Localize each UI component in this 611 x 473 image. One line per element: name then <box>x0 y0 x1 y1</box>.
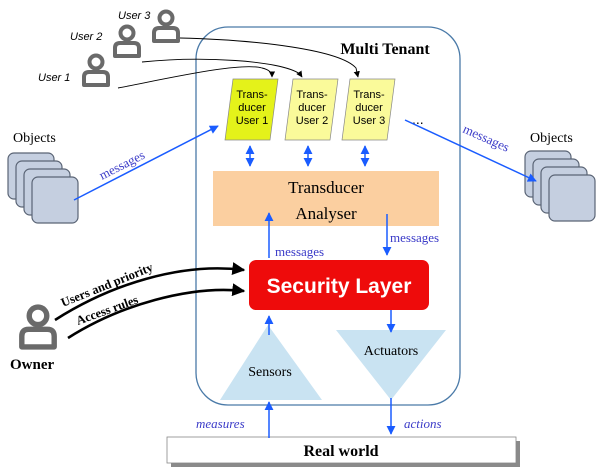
actuators-label: Actuators <box>364 344 418 359</box>
user-1-connector <box>117 66 276 89</box>
user-icon-3 <box>152 9 180 43</box>
transducer-user-3-line1: Trans- <box>353 89 385 101</box>
objects-right-label: Objects <box>530 131 573 146</box>
analyser-line2: Analyser <box>295 204 357 223</box>
transducer-user-1-line3: User 1 <box>236 115 268 127</box>
owner-icon <box>22 307 54 347</box>
user-2-label: User 2 <box>70 31 102 43</box>
measures-label: measures <box>196 416 245 431</box>
owner-label: Owner <box>10 357 55 373</box>
transducer-user-1: Trans- ducer User 1 <box>224 78 279 141</box>
objects-left-stack <box>7 152 79 224</box>
user-1-label: User 1 <box>38 72 70 84</box>
real-world-box <box>166 436 517 464</box>
transducer-user-3-shape <box>341 78 396 141</box>
messages-left-label: messages <box>97 147 148 183</box>
user-3-label: User 3 <box>118 10 151 22</box>
transducer-user-3-line3: User 3 <box>353 115 385 127</box>
transducer-user-2-line3: User 2 <box>296 115 328 127</box>
transducer-user-1-line2: ducer <box>238 102 266 114</box>
security-layer-label: Security Layer <box>267 275 412 298</box>
arrow-access-rules <box>67 283 246 340</box>
messages-analyser-out-label: messages <box>390 230 439 245</box>
objects-right-stack <box>524 150 596 222</box>
objects-left-label: Objects <box>13 131 56 146</box>
analyser-line1: Transducer <box>288 178 364 197</box>
user-icon-1 <box>82 53 110 87</box>
user-3-connector <box>179 37 360 78</box>
transducer-user-1-line1: Trans- <box>236 89 268 101</box>
container-title: Multi Tenant <box>340 41 430 58</box>
transducer-user-1-shape <box>224 78 279 141</box>
security-layer-box <box>249 260 429 310</box>
transducer-user-2-line2: ducer <box>298 102 326 114</box>
transducer-analyser-box <box>213 171 439 226</box>
sensors-triangle <box>220 325 322 400</box>
arrow-messages-left <box>73 125 219 201</box>
transducer-user-2-shape <box>284 78 339 141</box>
actuators-triangle <box>336 330 446 400</box>
user-2-connector <box>141 58 303 78</box>
actions-label: actions <box>404 416 442 431</box>
transducer-user-3-line2: ducer <box>355 102 383 114</box>
real-world-label: Real world <box>303 443 378 460</box>
sensors-label: Sensors <box>248 365 292 380</box>
messages-to-analyser-label: messages <box>275 244 324 259</box>
arrow-users-priority <box>54 262 246 322</box>
transducer-user-3: Trans- ducer User 3 <box>341 78 396 141</box>
transducer-ellipsis: ... <box>412 111 424 127</box>
user-icon-2 <box>113 24 141 58</box>
transducer-user-2: Trans- ducer User 2 <box>284 78 339 141</box>
transducer-user-2-line1: Trans- <box>296 89 328 101</box>
arrow-messages-right <box>404 119 537 182</box>
